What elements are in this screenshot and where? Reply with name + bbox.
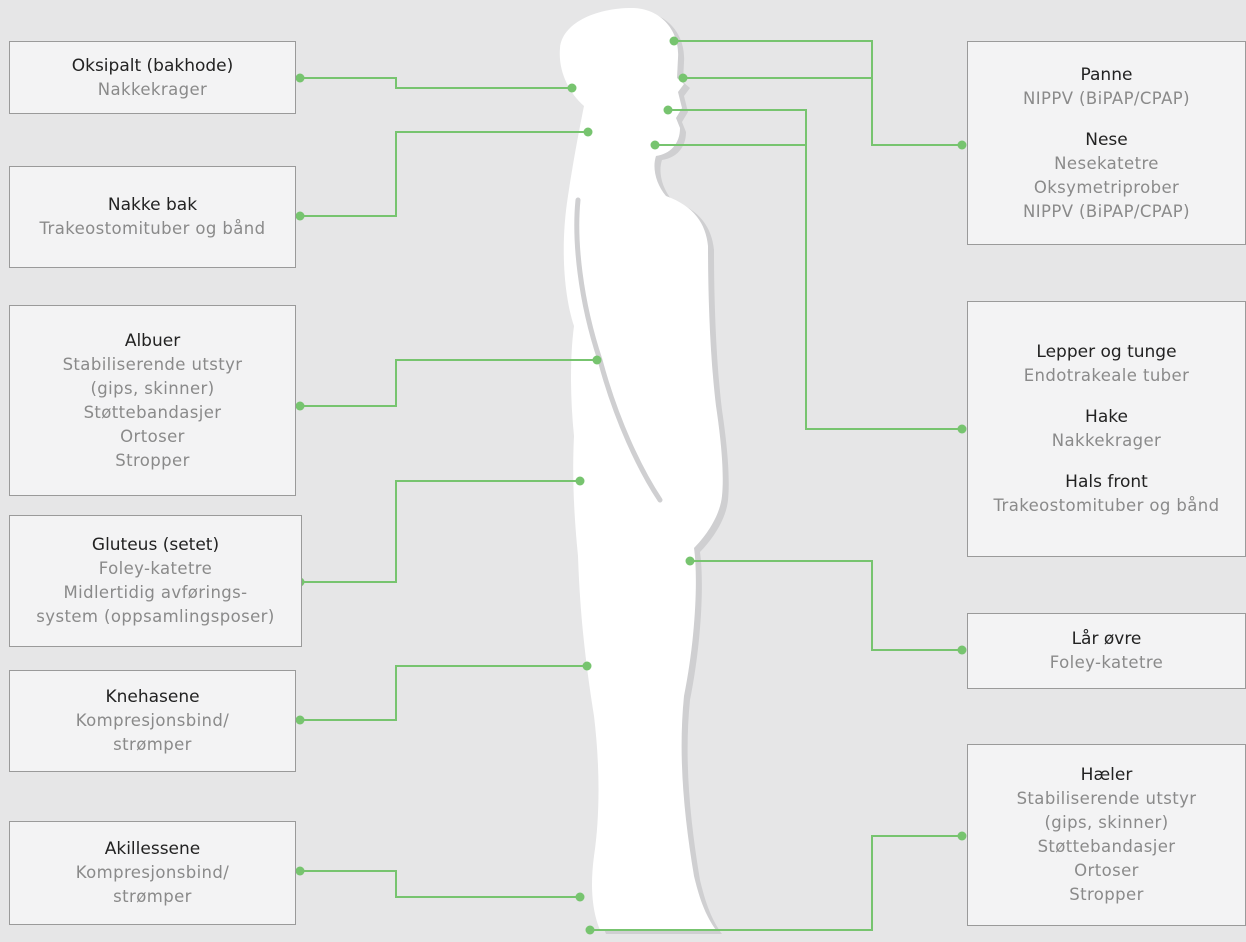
connector-line — [690, 560, 962, 651]
device-item: Kompresjonsbind/ — [75, 863, 230, 882]
device-item: Stabiliserende utstyr — [1016, 789, 1197, 808]
connector-dot — [592, 355, 602, 365]
connector-dot — [295, 73, 305, 83]
connector-dot — [295, 211, 305, 221]
connector-dot — [669, 36, 679, 46]
device-item: Endotrakeale tuber — [1023, 366, 1190, 385]
connector-line — [674, 40, 962, 146]
body-region-title: Hals front — [1065, 472, 1148, 492]
connector-dot — [567, 83, 577, 93]
connector-line — [300, 480, 580, 583]
device-item: Ortoser — [1074, 861, 1139, 880]
device-item: Trakeostomituber og bånd — [39, 219, 266, 238]
connector-dot — [295, 715, 305, 725]
device-item: Stropper — [1069, 885, 1144, 904]
connector-line — [668, 109, 962, 430]
connector-dot — [957, 424, 967, 434]
human-silhouette-icon — [559, 8, 729, 934]
body-region-group: Oksipalt (bakhode) Nakkekrager — [72, 54, 234, 102]
connector-lines — [295, 36, 967, 935]
device-item: Stabiliserende utstyr — [62, 354, 243, 374]
device-item: Ortoser — [120, 426, 185, 446]
device-item: strømper — [113, 735, 192, 754]
body-region-title: Hæler — [1080, 765, 1133, 785]
body-region-title: Nese — [1085, 129, 1128, 150]
connector-dot — [583, 127, 593, 137]
body-region-title: Lepper og tunge — [1036, 342, 1177, 362]
body-region-title: Oksipalt (bakhode) — [71, 55, 234, 76]
connector-dot — [575, 892, 585, 902]
connector-dot — [295, 866, 305, 876]
connector-line — [300, 665, 587, 721]
connector-dot — [957, 140, 967, 150]
device-item: Støttebandasjer — [83, 402, 222, 422]
device-item: strømper — [113, 887, 192, 906]
connector-dot — [685, 556, 695, 566]
device-item: Nakkekrager — [97, 79, 208, 99]
device-item: Nesekatetre — [1054, 153, 1159, 173]
body-region-title: Albuer — [124, 330, 181, 351]
connector-line — [300, 77, 572, 89]
device-item: Nakkekrager — [1051, 431, 1162, 450]
device-item: NIPPV (BiPAP/CPAP) — [1023, 88, 1190, 108]
body-region-title: Panne — [1080, 64, 1133, 85]
connector-dot — [663, 105, 673, 115]
connector-dot — [678, 73, 688, 83]
body-region-title: Akillessene — [104, 839, 201, 859]
connector-line — [300, 870, 580, 898]
body-region-title: Lår øvre — [1071, 629, 1142, 649]
device-item: Stropper — [115, 450, 190, 470]
connector-dot — [585, 925, 595, 935]
device-item: Foley-katetre — [1049, 653, 1164, 672]
device-item: Kompresjonsbind/ — [75, 711, 230, 730]
connector-dot — [582, 661, 592, 671]
connector-line — [300, 131, 588, 217]
device-item: (gips, skinner) — [1044, 813, 1169, 832]
body-region-title: Gluteus (setet) — [91, 535, 220, 555]
left-callout-box: Oksipalt (bakhode) Nakkekrager — [9, 41, 296, 114]
device-item: Foley-katetre — [98, 559, 213, 578]
connector-dot — [295, 401, 305, 411]
device-item: Trakeostomituber og bånd — [993, 496, 1220, 515]
connector-line — [300, 359, 597, 407]
connector-dot — [957, 645, 967, 655]
device-item: Oksymetriprober — [1033, 177, 1180, 197]
connector-dot — [575, 476, 585, 486]
device-item: (gips, skinner) — [90, 378, 215, 398]
device-item: system (oppsamlingsposer) — [36, 607, 275, 626]
connector-dot — [650, 140, 660, 150]
body-region-title: Knehasene — [105, 687, 200, 707]
body-region-title: Hake — [1085, 407, 1128, 427]
device-item: Midlertidig avførings- — [63, 583, 248, 602]
device-item: Støttebandasjer — [1037, 837, 1176, 856]
body-region-title: Nakke bak — [107, 195, 198, 215]
connector-dot — [957, 831, 967, 841]
connector-line — [590, 835, 962, 931]
device-item: NIPPV (BiPAP/CPAP) — [1023, 201, 1190, 221]
